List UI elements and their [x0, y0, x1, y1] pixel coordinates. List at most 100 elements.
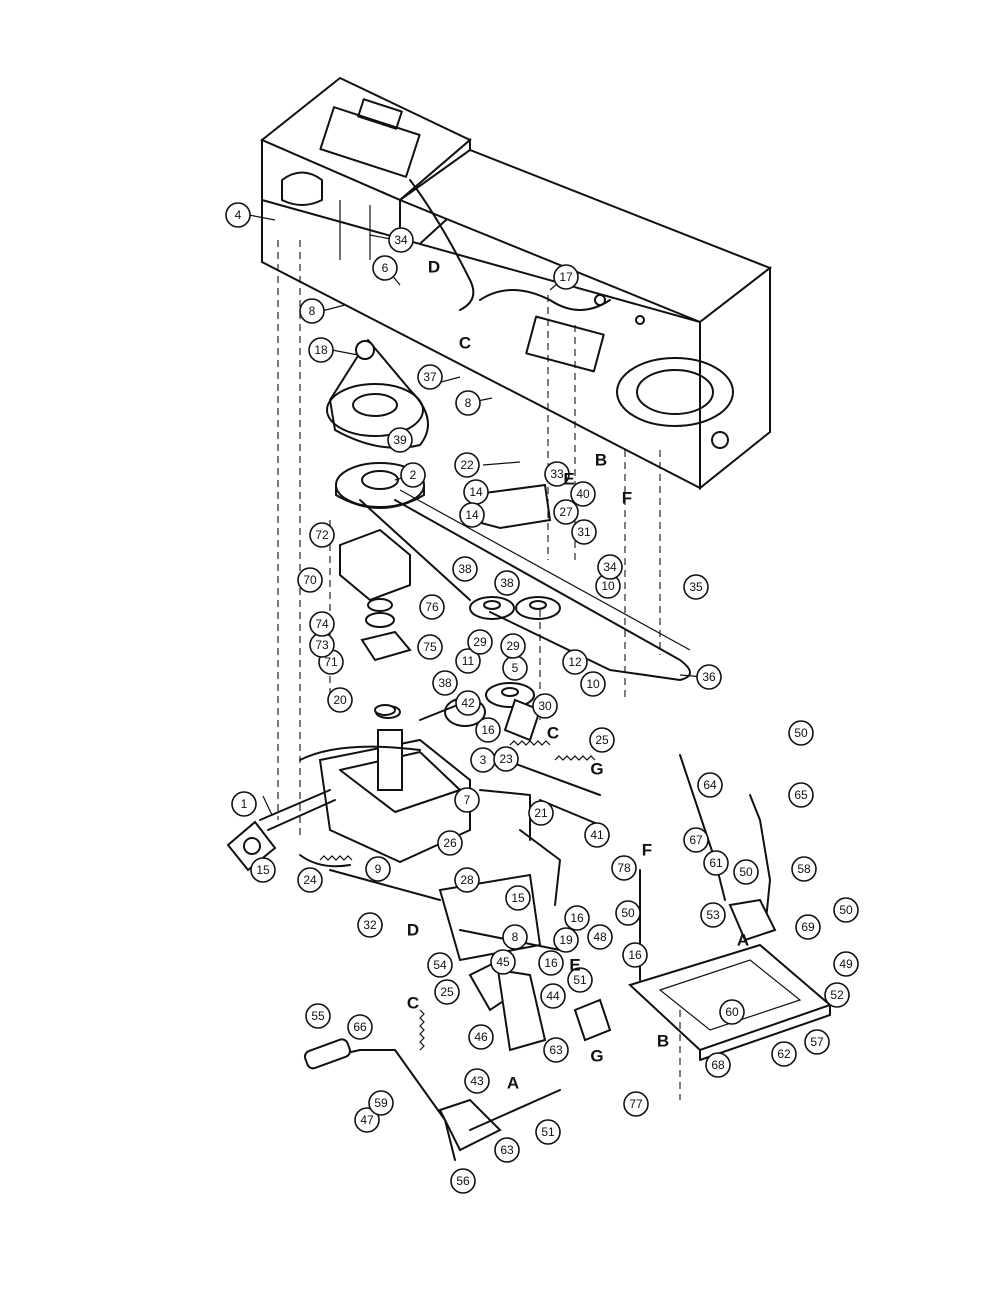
callout-77: 77 [623, 1091, 649, 1117]
callout-52: 52 [824, 982, 850, 1008]
alignment-lines [277, 240, 681, 1100]
callout-text: 15 [256, 863, 270, 877]
callout-text: 64 [703, 778, 717, 792]
callout-50: 50 [833, 897, 859, 923]
callout-8: 8 [455, 390, 481, 416]
callout-10: 10 [580, 671, 606, 697]
callout-text: 69 [801, 920, 815, 934]
callout-text: 16 [544, 956, 558, 970]
callout-text: 7 [464, 793, 471, 807]
callout-61: 61 [703, 850, 729, 876]
callout-text: 75 [423, 640, 437, 654]
callout-text: 74 [315, 617, 329, 631]
callout-53: 53 [700, 902, 726, 928]
callout-21: 21 [528, 800, 554, 826]
callout-text: 48 [593, 930, 607, 944]
callout-text: 49 [839, 957, 853, 971]
callout-text: 16 [481, 723, 495, 737]
callout-text: 18 [314, 343, 328, 357]
callout-text: 41 [590, 828, 604, 842]
callout-text: 31 [577, 525, 591, 539]
letter-marker: B [595, 451, 607, 470]
callout-49: 49 [833, 951, 859, 977]
callout-62: 62 [771, 1041, 797, 1067]
callout-56: 56 [450, 1168, 476, 1194]
callout-text: 66 [353, 1020, 367, 1034]
callout-text: 51 [541, 1125, 555, 1139]
letter-marker: G [590, 760, 603, 779]
callout-text: 10 [586, 677, 600, 691]
callout-50: 50 [733, 859, 759, 885]
callout-text: 14 [469, 485, 483, 499]
callout-text: 34 [394, 233, 408, 247]
callout-70: 70 [297, 567, 323, 593]
callout-14: 14 [459, 502, 485, 528]
callout-19: 19 [553, 927, 579, 953]
letter-marker: D [428, 258, 440, 277]
idler-pulleys [469, 596, 561, 708]
callout-34: 34 [597, 554, 623, 580]
callout-text: 70 [303, 573, 317, 587]
callout-2: 2 [400, 462, 426, 488]
callout-48: 48 [587, 924, 613, 950]
callout-33: 33 [544, 461, 570, 487]
callout-text: 45 [496, 955, 510, 969]
callout-text: 50 [794, 726, 808, 740]
callout-text: 29 [506, 639, 520, 653]
callout-9: 9 [365, 856, 391, 882]
callout-16: 16 [564, 905, 590, 931]
letter-marker: A [507, 1074, 519, 1093]
callout-text: 21 [534, 806, 548, 820]
callout-11: 11 [455, 648, 481, 674]
callout-12: 12 [562, 649, 588, 675]
callout-text: 10 [601, 579, 615, 593]
callout-51: 51 [567, 967, 593, 993]
callout-63: 63 [543, 1037, 569, 1063]
callout-text: 19 [559, 933, 573, 947]
callout-text: 63 [549, 1043, 563, 1057]
callout-text: 38 [458, 562, 472, 576]
callout-1: 1 [231, 791, 257, 817]
callout-text: 9 [375, 862, 382, 876]
callout-38: 38 [452, 556, 478, 582]
callout-35: 35 [683, 574, 709, 600]
callout-25: 25 [434, 979, 460, 1005]
callout-60: 60 [719, 999, 745, 1025]
callout-text: 65 [794, 788, 808, 802]
callout-text: 2 [410, 468, 417, 482]
letter-marker: B [657, 1032, 669, 1051]
callout-text: 6 [382, 261, 389, 275]
callout-28: 28 [454, 867, 480, 893]
callout-text: 5 [512, 661, 519, 675]
callout-3: 3 [470, 747, 496, 773]
letter-marker: A [737, 931, 749, 950]
callout-69: 69 [795, 914, 821, 940]
callout-64: 64 [697, 772, 723, 798]
callout-text: 14 [465, 508, 479, 522]
callout-text: 16 [570, 911, 584, 925]
callout-43: 43 [464, 1068, 490, 1094]
callout-16: 16 [622, 942, 648, 968]
frame [260, 76, 773, 491]
callout-text: 24 [303, 873, 317, 887]
callout-78: 78 [611, 855, 637, 881]
callout-20: 20 [327, 687, 353, 713]
callout-42: 42 [455, 690, 481, 716]
callout-text: 47 [360, 1113, 374, 1127]
callout-text: 60 [725, 1005, 739, 1019]
callout-text: 25 [440, 985, 454, 999]
callout-40: 40 [570, 481, 596, 507]
callout-text: 8 [309, 304, 316, 318]
shift-levers [679, 754, 777, 942]
callout-text: 50 [739, 865, 753, 879]
callout-text: 76 [425, 600, 439, 614]
callout-text: 28 [460, 873, 474, 887]
callout-text: 11 [462, 654, 475, 668]
callout-text: 68 [711, 1058, 725, 1072]
callout-text: 33 [550, 467, 564, 481]
callout-39: 39 [387, 427, 413, 453]
callout-25: 25 [589, 727, 615, 753]
callout-31: 31 [571, 519, 597, 545]
callout-text: 56 [456, 1174, 470, 1188]
